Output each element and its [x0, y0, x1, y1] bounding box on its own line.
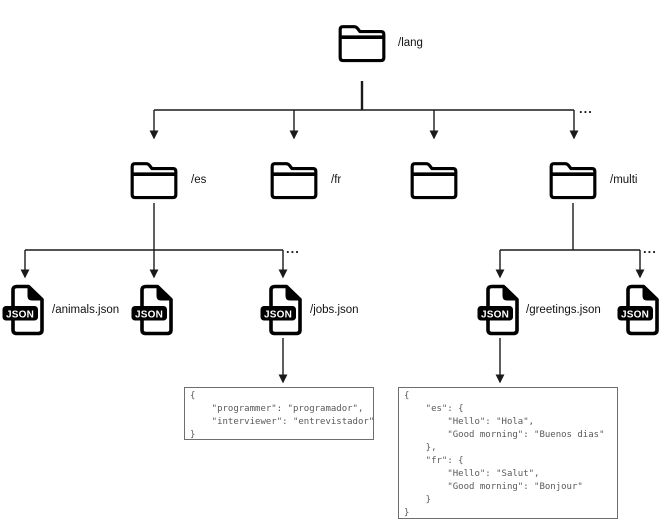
folder-label-es: /es [191, 174, 207, 186]
json-badge: JSON [264, 310, 292, 321]
json-badge: JSON [621, 310, 649, 321]
file-node-greetings: JSON [477, 283, 523, 337]
json-file-icon: JSON [260, 284, 303, 336]
folder-label-lang: /lang [398, 37, 423, 49]
json-file-icon: JSON [477, 284, 520, 336]
json-badge: JSON [6, 310, 34, 321]
folder-icon [270, 161, 318, 200]
file-label-greetings: /greetings.json [526, 304, 601, 316]
json-file-icon: JSON [617, 284, 660, 336]
file-label-animals: /animals.json [52, 304, 120, 316]
folder-node-unnamed [408, 157, 460, 201]
ellipsis-es-children: ... [286, 241, 300, 256]
folder-label-fr: /fr [331, 174, 342, 186]
code-box-jobs: { "programmer": "programador", "intervie… [184, 387, 374, 440]
folder-label-multi: /multi [610, 174, 638, 186]
file-node-jobs: JSON [260, 283, 306, 337]
json-badge: JSON [135, 310, 163, 321]
folder-icon [549, 161, 597, 200]
file-node-es-other: JSON [131, 283, 177, 337]
code-text-jobs: { "programmer": "programador", "intervie… [190, 391, 374, 440]
ellipsis-level1: ... [579, 101, 593, 116]
folder-icon [410, 161, 458, 200]
file-node-multi-other: JSON [617, 283, 663, 337]
folder-icon [130, 161, 178, 200]
folder-node-lang [336, 19, 388, 65]
ellipsis-multi-children: ... [643, 241, 657, 256]
folder-node-multi [547, 157, 599, 201]
code-text-greetings: { "es": { "Hello": "Hola", "Good morning… [404, 391, 605, 518]
code-box-greetings: { "es": { "Hello": "Hola", "Good morning… [398, 387, 618, 519]
folder-icon [338, 24, 386, 63]
json-file-icon: JSON [2, 284, 45, 336]
json-badge: JSON [481, 310, 509, 321]
folder-node-fr [268, 157, 320, 201]
file-label-jobs: /jobs.json [310, 304, 359, 316]
json-file-icon: JSON [131, 284, 174, 336]
file-node-animals: JSON [2, 283, 48, 337]
folder-node-es [128, 157, 180, 201]
